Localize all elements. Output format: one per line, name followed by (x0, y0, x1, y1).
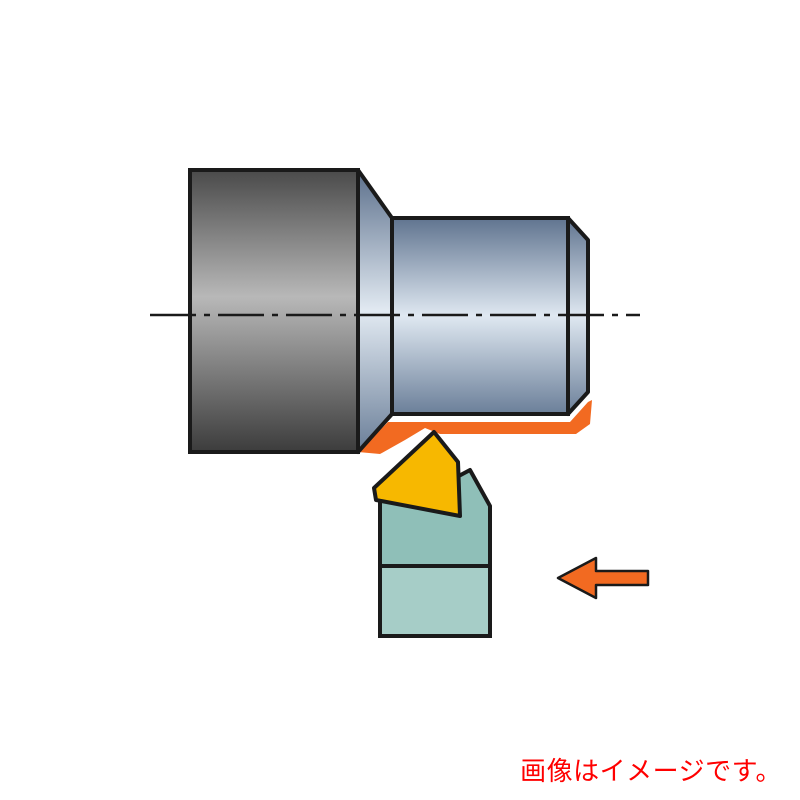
tool-holder-lower (378, 564, 492, 638)
image-disclaimer-caption: 画像はイメージです。 (520, 757, 782, 787)
left-arrow-icon (556, 556, 650, 600)
large-cylinder (188, 168, 360, 454)
cutting-insert (372, 430, 462, 518)
conical-shoulder (356, 168, 394, 454)
machined-chip (358, 400, 592, 454)
